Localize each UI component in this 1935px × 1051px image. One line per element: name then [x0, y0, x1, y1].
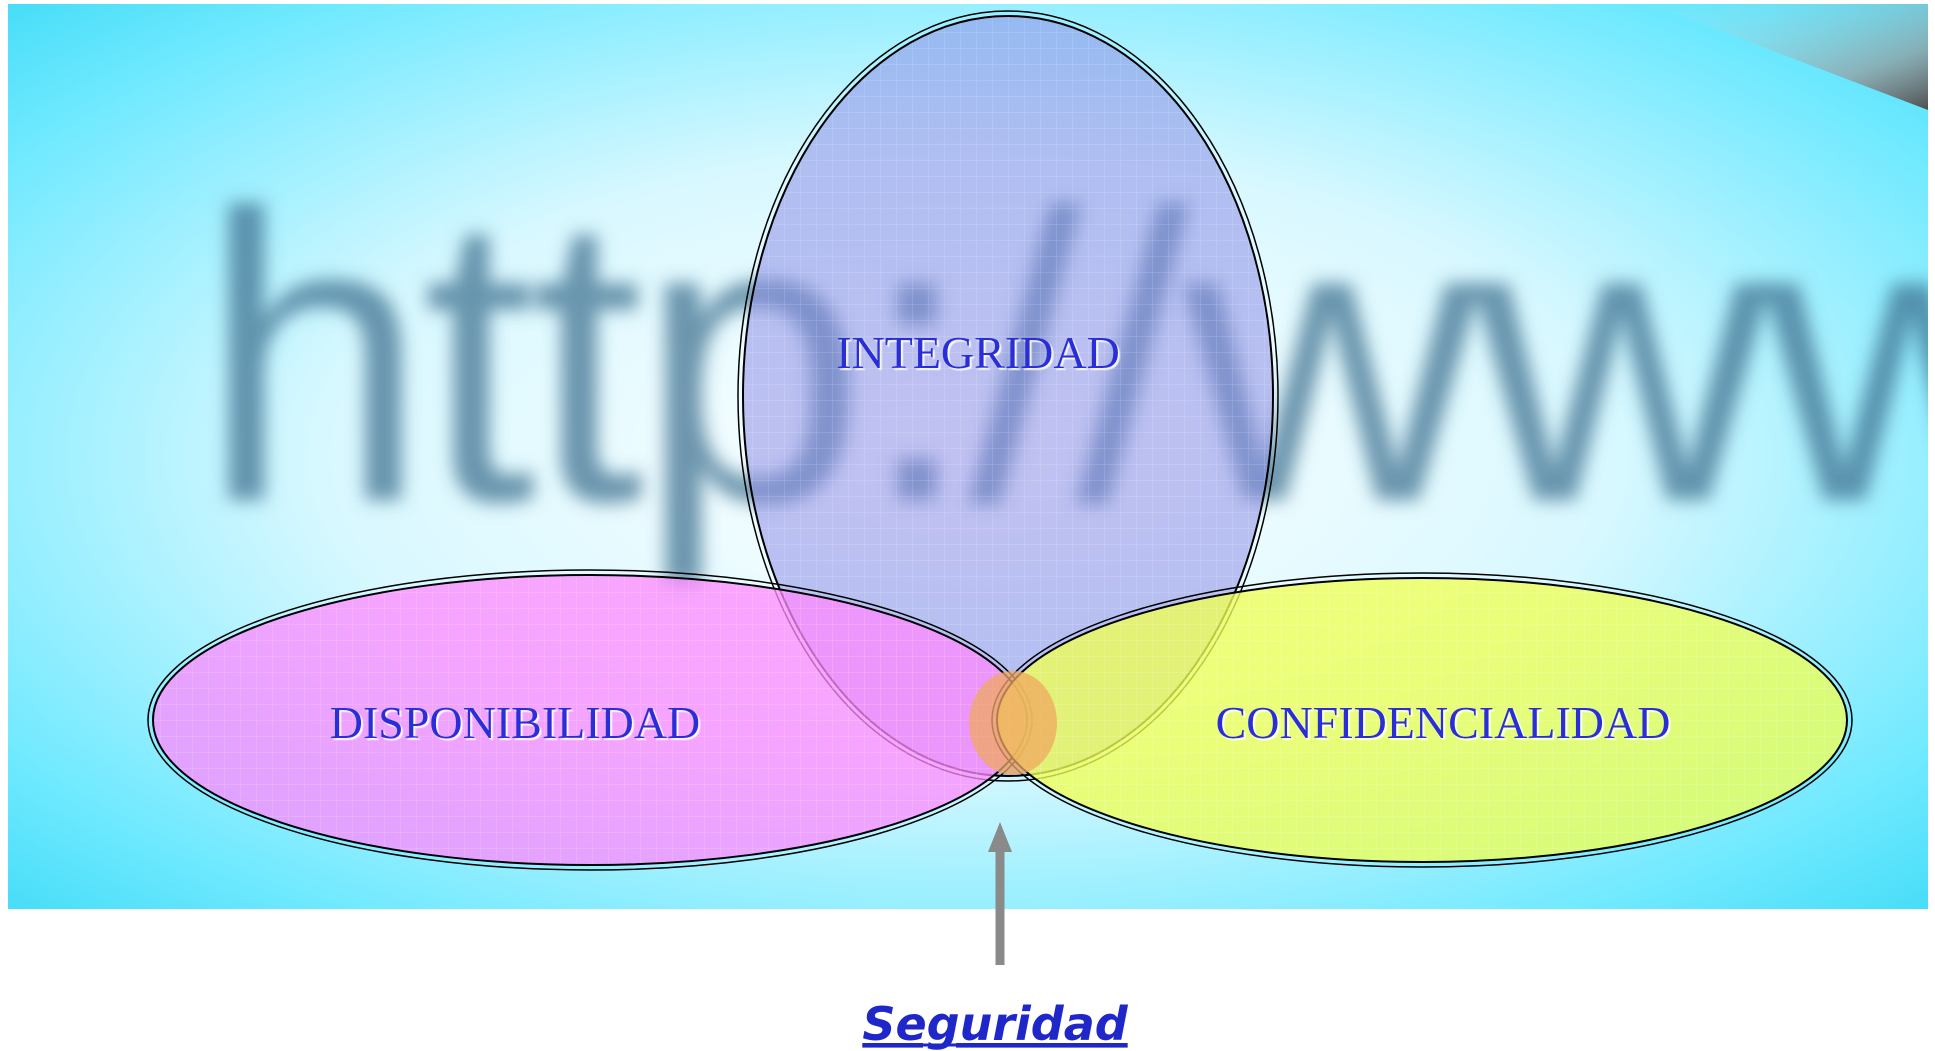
- label-confidencialidad: CONFIDENCIALIDAD: [1216, 697, 1671, 748]
- arrow-up-icon: [988, 822, 1012, 965]
- label-integridad: INTEGRIDAD: [836, 327, 1120, 378]
- label-disponibilidad: DISPONIBILIDAD: [330, 697, 701, 748]
- circle-integridad: [737, 10, 1279, 782]
- circle-disponibilidad: [147, 569, 1033, 871]
- intersection-highlight: [969, 671, 1057, 775]
- background-corner-shade: [1650, 4, 1928, 110]
- seguridad-label: Seguridad: [862, 997, 1128, 1051]
